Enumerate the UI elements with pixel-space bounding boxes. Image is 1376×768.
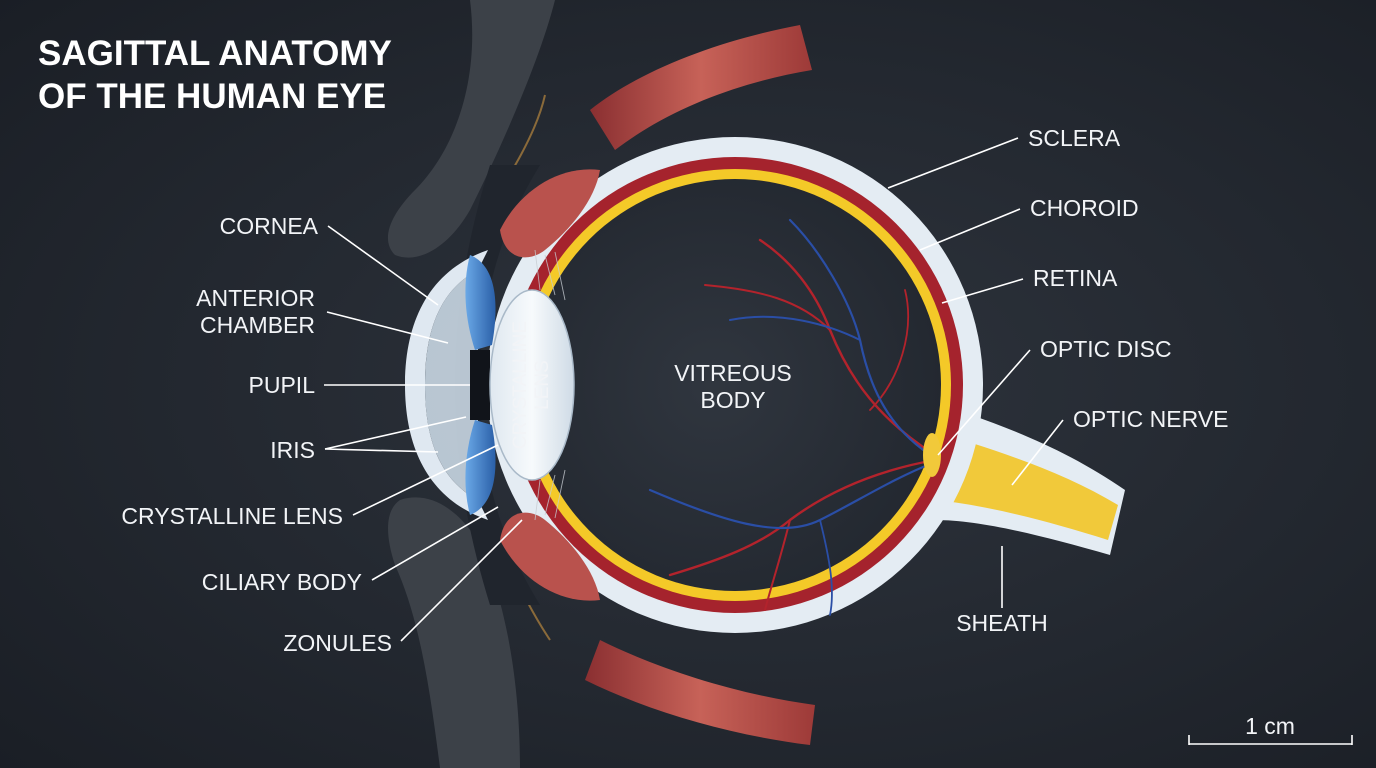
leader-zonules xyxy=(400,519,523,642)
retinal-vessels xyxy=(648,218,937,616)
vessel-red-1 xyxy=(758,238,937,457)
vitreous-label-1: VITREOUS xyxy=(674,360,792,386)
vitreous-label-2: BODY xyxy=(700,387,765,413)
leader-retina xyxy=(941,278,1024,304)
lens-inner-label-2: LENS xyxy=(532,360,553,410)
vitreous-body xyxy=(529,179,941,591)
ciliary-body-upper xyxy=(500,169,600,258)
label-retina: RETINA xyxy=(1033,265,1118,291)
label-cornea: CORNEA xyxy=(220,213,319,239)
label-sclera: SCLERA xyxy=(1028,125,1121,151)
optic-disc-shape xyxy=(923,433,941,477)
superior-rectus-muscle xyxy=(590,25,812,150)
upper-eyelid xyxy=(387,0,555,258)
leader-iris-b xyxy=(324,448,439,453)
leader-iris-a xyxy=(324,416,467,450)
scale-bar-label: 1 cm xyxy=(1245,713,1295,739)
iris-upper xyxy=(465,255,496,350)
iris-lower xyxy=(465,420,496,515)
zonules-fibers xyxy=(534,249,566,521)
label-optic-nerve: OPTIC NERVE xyxy=(1073,406,1229,432)
label-crystalline-lens: CRYSTALLINE LENS xyxy=(121,503,343,529)
leader-ciliary-body xyxy=(371,506,499,581)
inferior-rectus-muscle xyxy=(585,640,815,745)
leader-cornea xyxy=(327,225,439,306)
title-line-2: OF THE HUMAN EYE xyxy=(38,77,386,116)
label-choroid: CHOROID xyxy=(1030,195,1139,221)
ciliary-body-lower xyxy=(500,512,600,601)
label-optic-disc: OPTIC DISC xyxy=(1040,336,1172,362)
label-zonules: ZONULES xyxy=(283,630,392,656)
crystalline-lens-shape xyxy=(489,289,575,481)
vessel-blue-4 xyxy=(819,519,833,616)
label-pupil: PUPIL xyxy=(249,372,316,398)
label-iris: IRIS xyxy=(270,437,315,463)
leader-choroid xyxy=(919,208,1021,251)
optic-nerve xyxy=(930,430,1118,540)
scale-bar: 1 cm xyxy=(1188,713,1353,745)
label-anterior-chamber-2: CHAMBER xyxy=(200,312,315,338)
pupil-gap xyxy=(470,350,490,420)
label-sheath: SHEATH xyxy=(956,610,1048,636)
label-anterior-chamber-1: ANTERIOR xyxy=(196,285,315,311)
lens-inner-label-1: CRYSTALLINE xyxy=(510,321,531,449)
label-ciliary-body: CILIARY BODY xyxy=(202,569,362,595)
leader-optic-nerve xyxy=(1011,419,1064,486)
vessel-blue-2 xyxy=(729,315,861,341)
vessel-red-4 xyxy=(764,519,791,611)
leader-optic-disc xyxy=(937,349,1031,456)
title-line-1: SAGITTAL ANATOMY xyxy=(38,34,392,73)
vessel-red-2 xyxy=(704,284,831,331)
cornea-shape xyxy=(405,250,488,520)
leader-crystalline-lens xyxy=(352,444,499,516)
leader-sclera xyxy=(887,137,1019,189)
leader-anterior-chamber xyxy=(326,311,449,344)
